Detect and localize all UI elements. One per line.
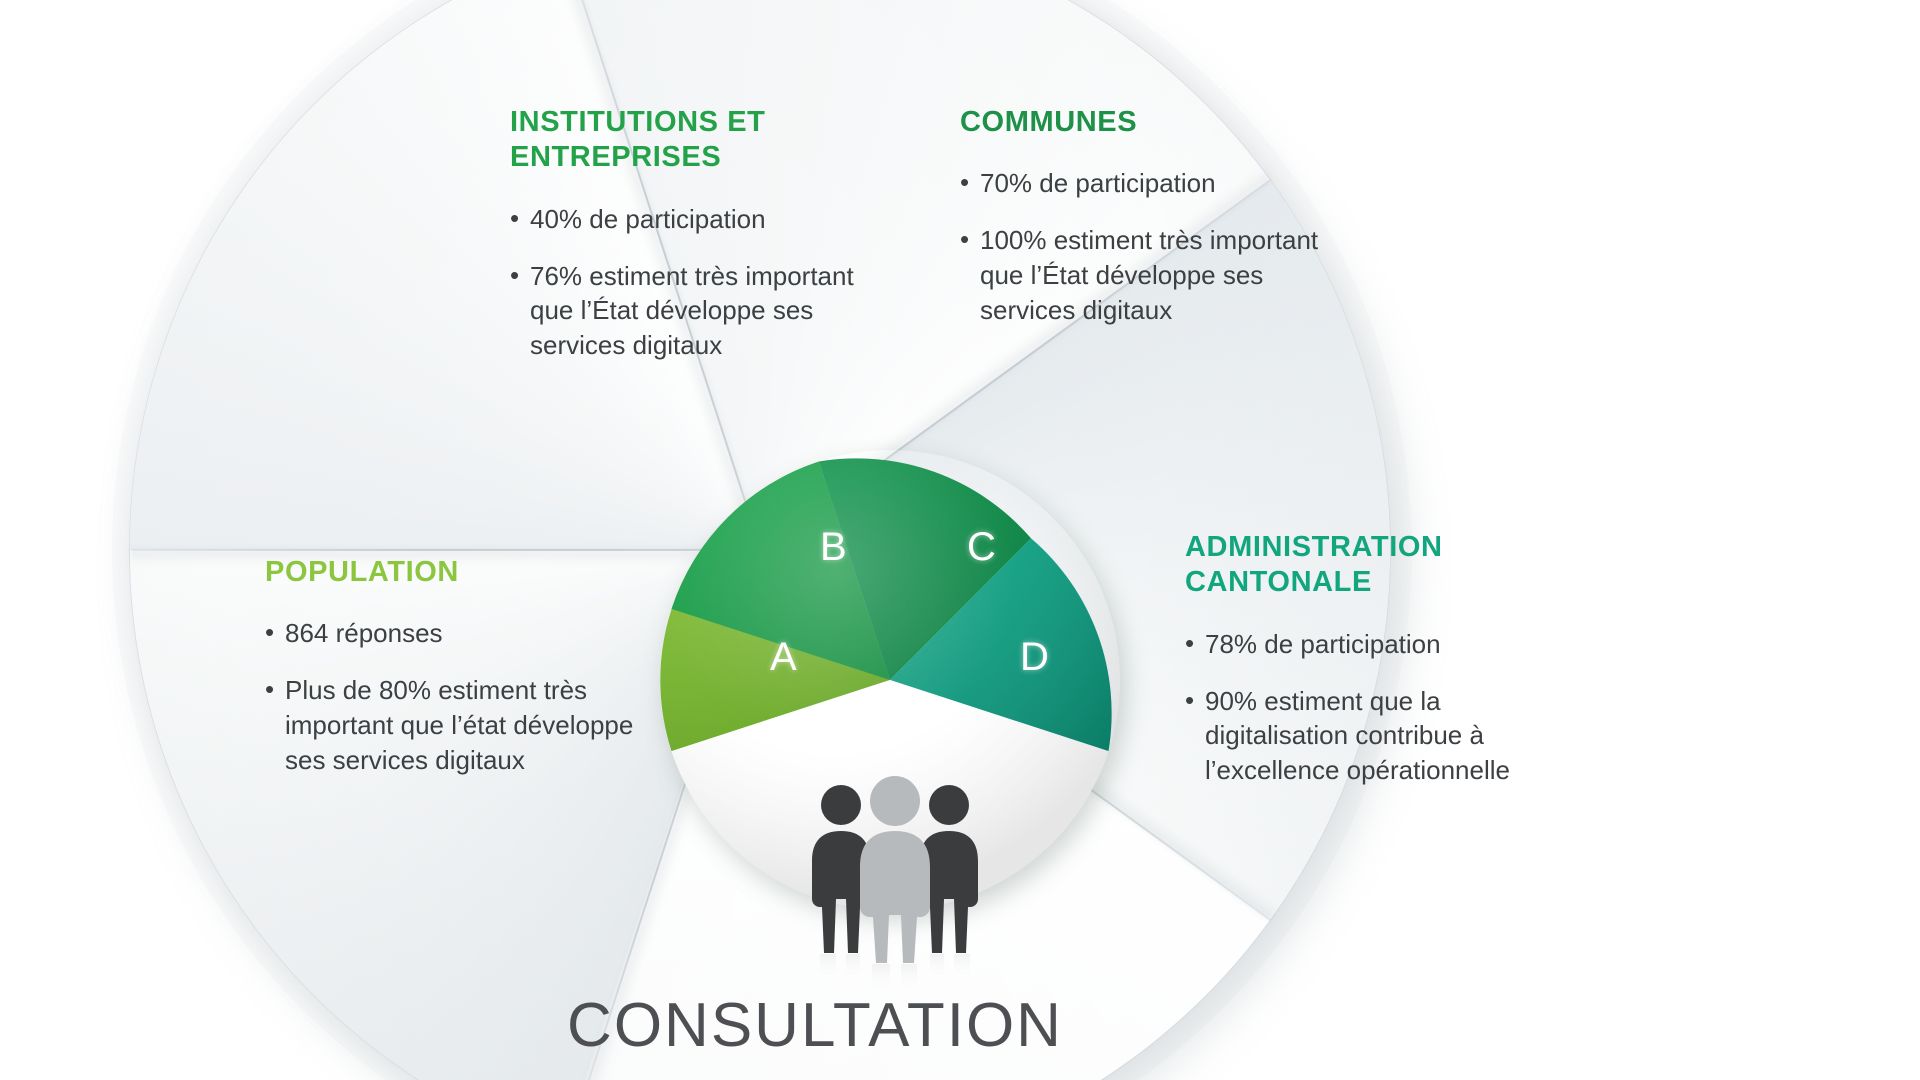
bullet-item: 90% estiment que la digitalisation contr… <box>1185 683 1565 788</box>
heading-population: POPULATION <box>265 556 459 588</box>
bullet-list-population: 864 réponses Plus de 80% estiment très i… <box>265 615 675 777</box>
center-segment-label-b: B <box>820 525 848 569</box>
consultation-label: CONSULTATION <box>567 991 1063 1060</box>
person-right-icon <box>920 785 978 953</box>
block-communes: COMMUNES 70% de participation 100% estim… <box>960 105 1340 328</box>
three-people-icon <box>800 775 990 995</box>
bullet-item: 70% de participation <box>960 165 1340 201</box>
center-segment-label-c: C <box>967 525 997 569</box>
center-pie-gloss <box>660 450 1120 910</box>
block-population: POPULATION 864 réponses Plus de 80% esti… <box>265 555 675 778</box>
block-administration-cantonale: ADMINISTRATION CANTONALE 78% de particip… <box>1185 530 1565 788</box>
bullet-item: 78% de participation <box>1185 626 1565 662</box>
bullet-item: 864 réponses <box>265 615 675 651</box>
center-segment-label-a: A <box>770 635 798 679</box>
page-title: CONSULTATION <box>0 990 1920 1061</box>
heading-institutions: INSTITUTIONS ET ENTREPRISES <box>510 106 766 174</box>
bullet-item: 40% de participation <box>510 201 900 237</box>
bullet-list-administration: 78% de participation 90% estiment que la… <box>1185 626 1565 788</box>
person-left-icon <box>812 785 870 953</box>
people-reflection <box>820 954 970 992</box>
center-segment-label-d: D <box>1020 635 1050 679</box>
person-center-icon <box>860 776 930 963</box>
bullet-item: 76% estiment très important que l’État d… <box>510 258 900 363</box>
block-institutions-et-entreprises: INSTITUTIONS ET ENTREPRISES 40% de parti… <box>510 105 900 363</box>
heading-administration: ADMINISTRATION CANTONALE <box>1185 531 1443 599</box>
bullet-item: 100% estiment très important que l’État … <box>960 222 1340 327</box>
bullet-list-institutions: 40% de participation 76% estiment très i… <box>510 201 900 363</box>
bullet-list-communes: 70% de participation 100% estiment très … <box>960 165 1340 327</box>
bullet-item: Plus de 80% estiment très important que … <box>265 672 675 777</box>
heading-communes: COMMUNES <box>960 106 1138 138</box>
